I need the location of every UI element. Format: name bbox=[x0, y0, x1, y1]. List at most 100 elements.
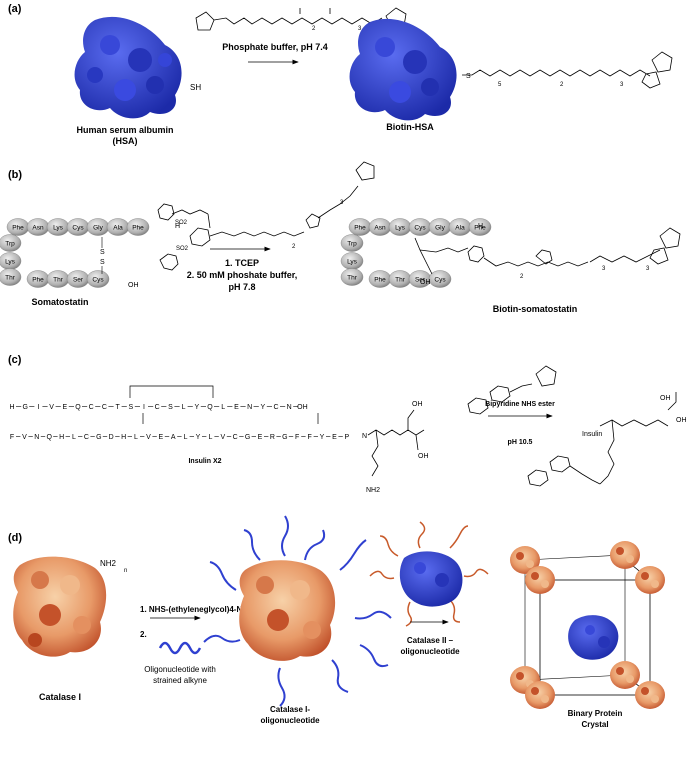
product-b-sub2: 2 bbox=[520, 274, 524, 280]
reagent-so2-b: SO2 bbox=[176, 246, 189, 252]
amino-acid-bead bbox=[0, 234, 22, 252]
insulin-residue: C bbox=[89, 404, 94, 411]
catalase-i-n: n bbox=[124, 568, 127, 574]
amino-acid-label: Thr bbox=[395, 277, 406, 284]
insulin-residue: I bbox=[37, 404, 39, 411]
reagent-so2-a: SO2 bbox=[175, 220, 188, 226]
insulin-residue: V bbox=[49, 404, 54, 411]
catalase-i-oligo-icon bbox=[203, 515, 392, 707]
threonine-oh: OH bbox=[412, 401, 423, 408]
panel-c-condition: pH 10.5 bbox=[508, 439, 533, 446]
amino-acid-label: Trp bbox=[347, 241, 357, 248]
panel-d-step1: 1. NHS-(ethyleneglycol)4-N3 bbox=[140, 605, 247, 614]
crystal-center-catalase-ii-icon bbox=[568, 615, 619, 660]
insulin-residue: N bbox=[287, 404, 292, 411]
insulin-residue: F bbox=[307, 434, 311, 441]
insulin-residue: I bbox=[143, 404, 145, 411]
amino-acid-bead bbox=[0, 268, 22, 286]
amino-acid-bead bbox=[340, 268, 364, 286]
crystal-catalase-i-icon bbox=[610, 541, 640, 569]
somatostatin-h: H bbox=[175, 223, 180, 230]
biotin-hsa-sub3: 3 bbox=[620, 82, 624, 88]
insulin-residue: L bbox=[134, 434, 138, 441]
insulin-residue: L bbox=[184, 434, 188, 441]
panel-c-reagent: Bipyridine NHS ester bbox=[485, 401, 555, 408]
biotin-hsa-protein-icon bbox=[349, 18, 457, 121]
insulin-residue: E bbox=[258, 434, 263, 441]
amino-acid-label: Thr bbox=[347, 275, 358, 282]
insulin-residue: C bbox=[102, 404, 107, 411]
amino-acid-label: Lys bbox=[395, 225, 406, 232]
insulin-residue: G bbox=[245, 434, 250, 441]
insulin-residue: L bbox=[221, 404, 225, 411]
biotin-somatostatin-linker bbox=[414, 227, 681, 275]
product-c-oh-b: OH bbox=[676, 417, 687, 424]
tail-nh: N bbox=[362, 433, 367, 440]
product-b-sub3b: 3 bbox=[646, 266, 650, 272]
insulin-residue: G bbox=[282, 434, 287, 441]
insulin-residue: L bbox=[72, 434, 76, 441]
insulin-residue: N bbox=[34, 434, 39, 441]
catalase-ii-oligo-icon bbox=[369, 521, 489, 627]
biotin-hsa-sub5: 5 bbox=[498, 82, 502, 88]
somatostatin-oh: OH bbox=[128, 282, 139, 289]
crystal-name: Binary Protein bbox=[568, 709, 623, 718]
sh-label: SH bbox=[190, 83, 201, 92]
panel-b-step1: 1. TCEP bbox=[225, 258, 259, 268]
product-c-oh-a: OH bbox=[660, 395, 671, 402]
amino-acid-label: Ser bbox=[415, 277, 426, 284]
hsa-name: Human serum albumin bbox=[76, 125, 173, 135]
amino-acid-label: Cys bbox=[92, 277, 104, 284]
crystal-catalase-nodes bbox=[510, 541, 665, 709]
amino-acid-bead bbox=[340, 234, 364, 252]
amino-acid-label: Phe bbox=[374, 277, 386, 284]
amino-acid-label: Phe bbox=[132, 225, 144, 232]
insulin-residue: Y bbox=[260, 404, 265, 411]
amino-acid-label: Lys bbox=[5, 259, 16, 266]
insulin-residue: C bbox=[84, 434, 89, 441]
hsa-abbrev: (HSA) bbox=[113, 136, 138, 146]
amino-acid-label: Gly bbox=[93, 225, 104, 232]
amino-acid-label: Phe bbox=[354, 225, 366, 232]
insulin-residue: L bbox=[182, 404, 186, 411]
amino-acid-label: Ser bbox=[73, 277, 84, 284]
insulin-residue: Q bbox=[46, 434, 52, 441]
reagent-b-sub2: 2 bbox=[292, 244, 296, 250]
crystal-name2: Crystal bbox=[581, 720, 608, 729]
panel-b-step2: 2. 50 mM phoshate buffer, bbox=[187, 270, 298, 280]
biotin-hsa-s: S bbox=[466, 73, 471, 80]
amino-acid-label: Cys bbox=[434, 277, 446, 284]
catalase-i-oligo-name: Catalase I- bbox=[270, 705, 310, 714]
somatostatin-name: Somatostatin bbox=[31, 297, 88, 307]
insulin-residue: E bbox=[234, 404, 239, 411]
amino-acid-label: Thr bbox=[5, 275, 16, 282]
catalase-ii-name: Catalase II – bbox=[407, 636, 454, 645]
reagent-sub2: 2 bbox=[312, 26, 316, 32]
insulin-residue: F bbox=[10, 434, 14, 441]
amino-acid-bead bbox=[428, 270, 452, 288]
insulin-residue: Y bbox=[194, 404, 199, 411]
panel-b-step2b: pH 7.8 bbox=[228, 282, 255, 292]
insulin-residue: Y bbox=[320, 434, 325, 441]
insulin-residue: F bbox=[295, 434, 299, 441]
insulin-residue: E bbox=[158, 434, 163, 441]
tail-oh: OH bbox=[418, 453, 429, 460]
product-b-oh: OH bbox=[420, 279, 431, 286]
insulin-residue: V bbox=[22, 434, 27, 441]
biotin-hsa-linker bbox=[462, 51, 673, 89]
disulfide-bridges bbox=[129, 385, 319, 424]
panel-d-step2: 2. bbox=[140, 630, 147, 639]
insulin-residue: C bbox=[233, 434, 238, 441]
insulin-residue: OH bbox=[297, 404, 308, 411]
insulin-label: Insulin X2 bbox=[188, 458, 221, 465]
crystal-catalase-i-icon bbox=[635, 566, 665, 594]
catalase-i-protein-icon bbox=[13, 556, 107, 657]
insulin-tail-structure bbox=[367, 409, 425, 477]
insulin-residue: P bbox=[344, 434, 349, 441]
alkyne-label: Oligonucleotide with bbox=[144, 665, 216, 674]
amino-acid-bead bbox=[86, 270, 110, 288]
